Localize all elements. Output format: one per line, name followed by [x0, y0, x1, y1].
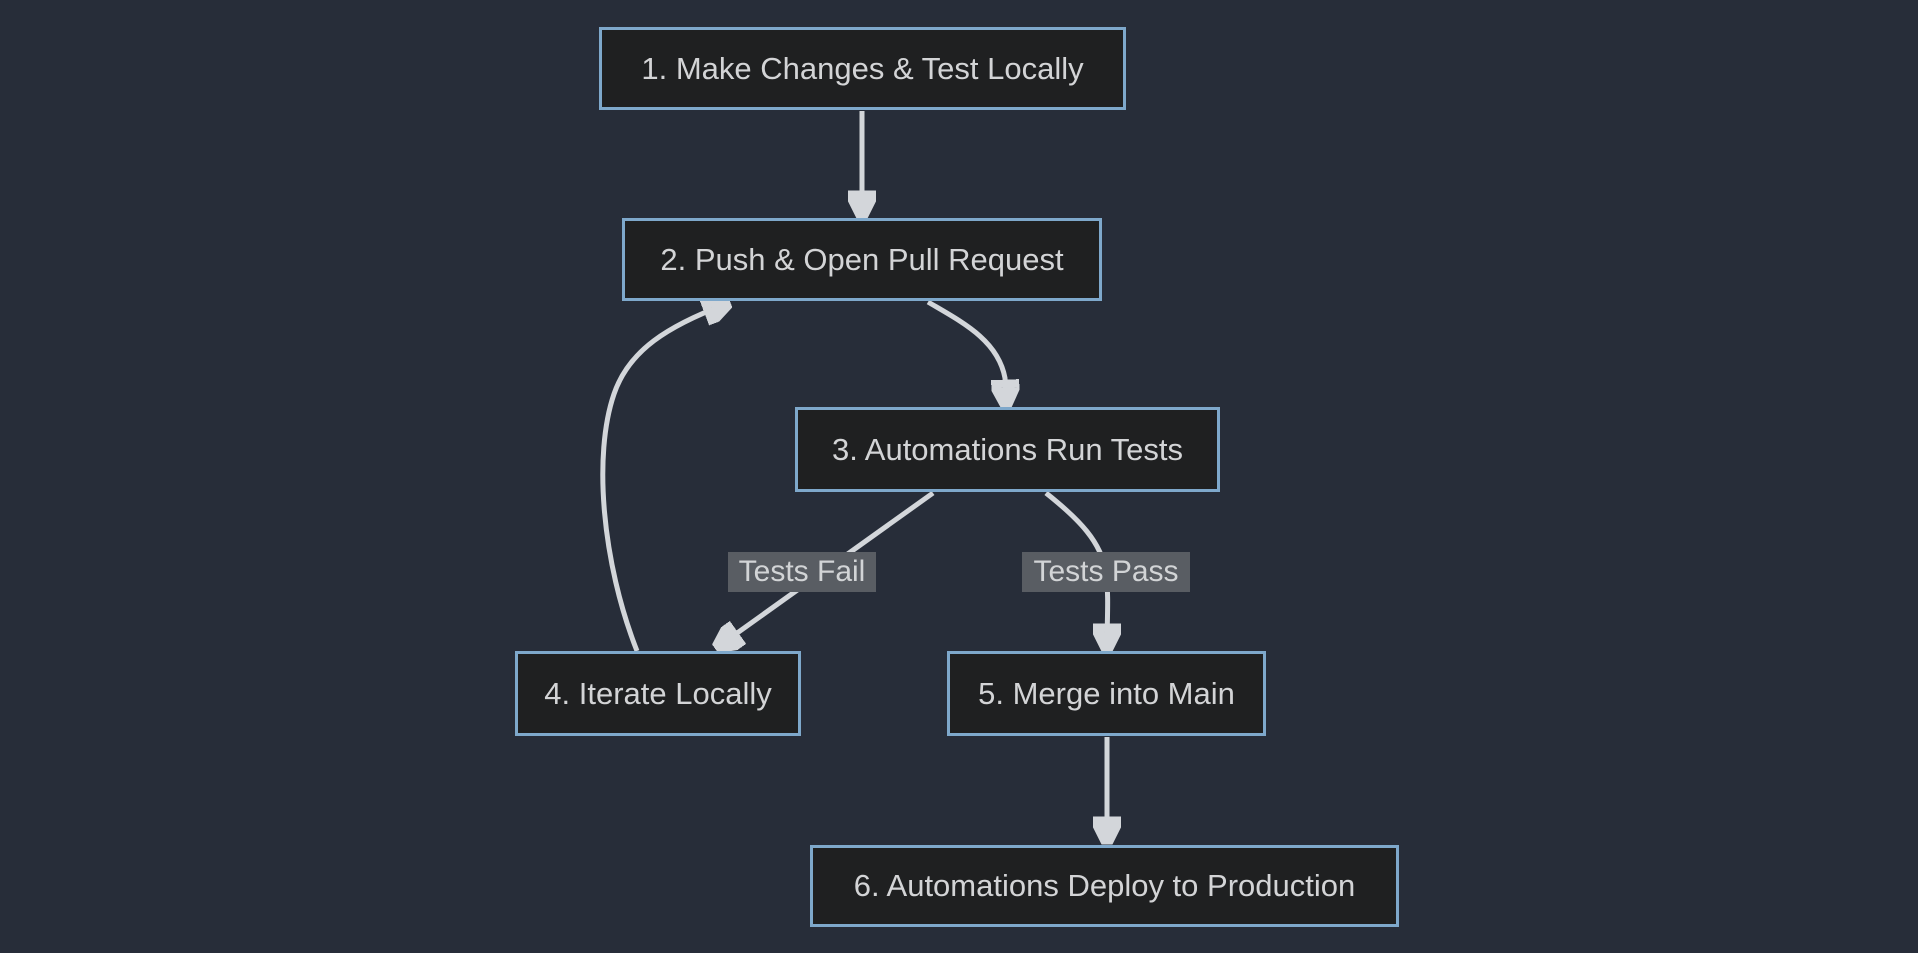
edge-2-to-3-arrow — [926, 299, 1006, 403]
node-automations-run-tests: 3. Automations Run Tests — [795, 407, 1220, 492]
node-merge-into-main: 5. Merge into Main — [947, 651, 1266, 736]
node-push-open-pull-request: 2. Push & Open Pull Request — [622, 218, 1102, 301]
node-iterate-locally: 4. Iterate Locally — [515, 651, 801, 736]
edge-label-tests-pass: Tests Pass — [1022, 552, 1190, 592]
node-make-changes-test-locally: 1. Make Changes & Test Locally — [599, 27, 1126, 110]
edge-4-to-2-loop-arrow — [600, 304, 726, 652]
edge-label-tests-fail: Tests Fail — [728, 552, 876, 592]
node-automations-deploy-production: 6. Automations Deploy to Production — [810, 845, 1399, 927]
